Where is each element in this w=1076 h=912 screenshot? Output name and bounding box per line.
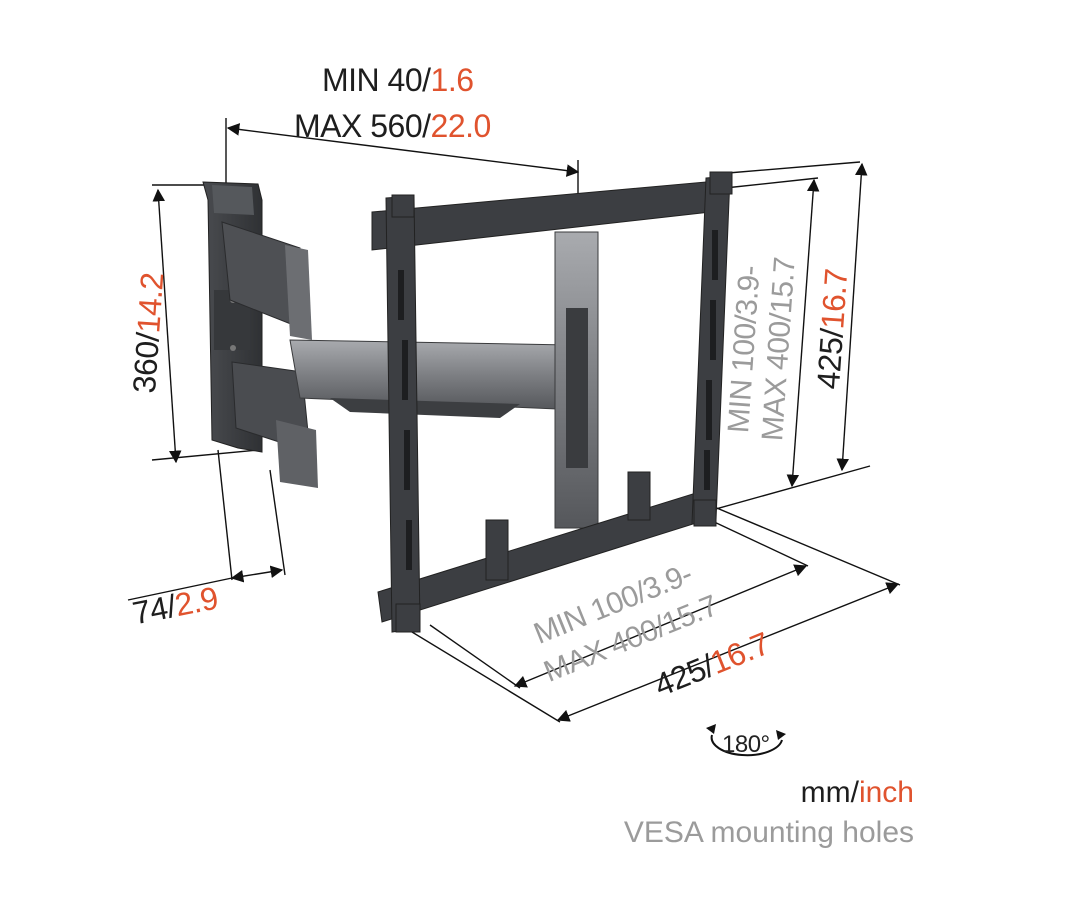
arm-min-in: 1.6 (430, 62, 474, 98)
legend-mm: mm/ (800, 776, 859, 809)
wall-height-mm: 360/ (126, 331, 167, 395)
wall-plate-height-label: 360/14.2 (126, 271, 171, 395)
rotate-right-arrow-icon (776, 730, 786, 740)
arm-max-mm: MAX 560/ (294, 108, 431, 144)
plate-height-mm: 425/ (810, 327, 851, 391)
dimension-lines (127, 118, 901, 723)
tv-plate (371, 171, 733, 633)
swing-arm (221, 221, 599, 529)
arm-extension-min: MIN 40/1.6 (322, 64, 474, 96)
arm-min-mm: MIN 40/ (322, 62, 431, 98)
arm-extension-max: MAX 560/22.0 (294, 110, 491, 142)
plate-height-in: 16.7 (814, 267, 855, 331)
vesa-legend: VESA mounting holes (623, 816, 914, 849)
wall-height-in: 14.2 (130, 271, 171, 335)
rotation-label: 180° (722, 731, 770, 758)
rotate-left-arrow-icon (706, 724, 716, 734)
vesa-slots (398, 230, 718, 570)
arm-max-in: 22.0 (430, 108, 492, 144)
rotation-badge (706, 724, 786, 757)
legend-inch: inch (858, 776, 914, 809)
unit-legend: mm/inch (801, 778, 914, 808)
plate-height-label: 425/16.7 (810, 267, 855, 391)
